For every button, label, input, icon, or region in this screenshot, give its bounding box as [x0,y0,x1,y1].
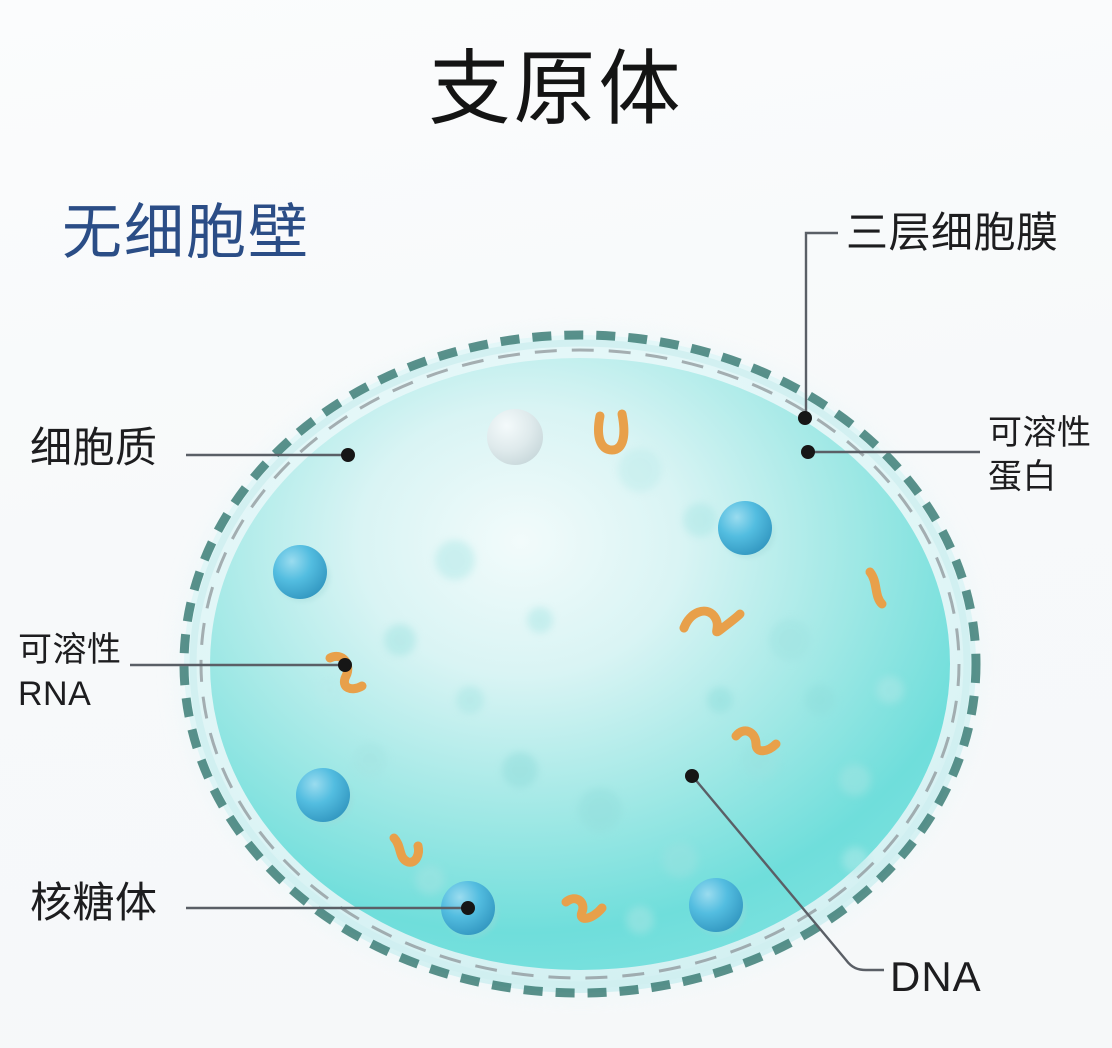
rna-group [325,409,887,923]
ribosome [718,501,775,558]
ribosome [689,878,746,935]
label-ribosome: 核糖体 [30,879,158,926]
cytoplasm-texture [317,448,904,934]
leader-dot-soluble-rna [338,658,352,672]
leader-dot-membrane [798,411,812,425]
leader-dot-dna [685,769,699,783]
rna-strand [325,652,367,694]
leader-dot-soluble-protein [801,445,815,459]
leader-dot-cytoplasm [341,448,355,462]
leader-lines [130,231,980,972]
rna-strand [561,894,607,923]
ribosome [273,545,330,602]
membrane-outer-dashed-ring [179,330,981,998]
rna-strand [389,833,423,867]
label-soluble-rna: 可溶性 RNA [18,631,122,714]
ribosome-pale [487,409,543,465]
label-three-layer-membrane: 三层细胞膜 [846,209,1059,256]
leader-membrane [804,231,838,416]
subtitle-no-cell-wall: 无细胞壁 [62,199,310,266]
leader-dot-ribosome [461,901,475,915]
label-cytoplasm: 细胞质 [30,424,158,471]
leader-dna [693,777,884,972]
rna-strand [731,726,781,756]
rna-strand [679,606,745,637]
label-soluble-protein: 可溶性 蛋白 [988,414,1092,496]
ribosome [296,768,353,825]
rna-strand [594,409,629,455]
ribosome-group [273,409,775,938]
page-title: 支原体 [428,44,684,135]
label-dna: DNA [890,953,982,1000]
rna-strand [865,567,887,609]
